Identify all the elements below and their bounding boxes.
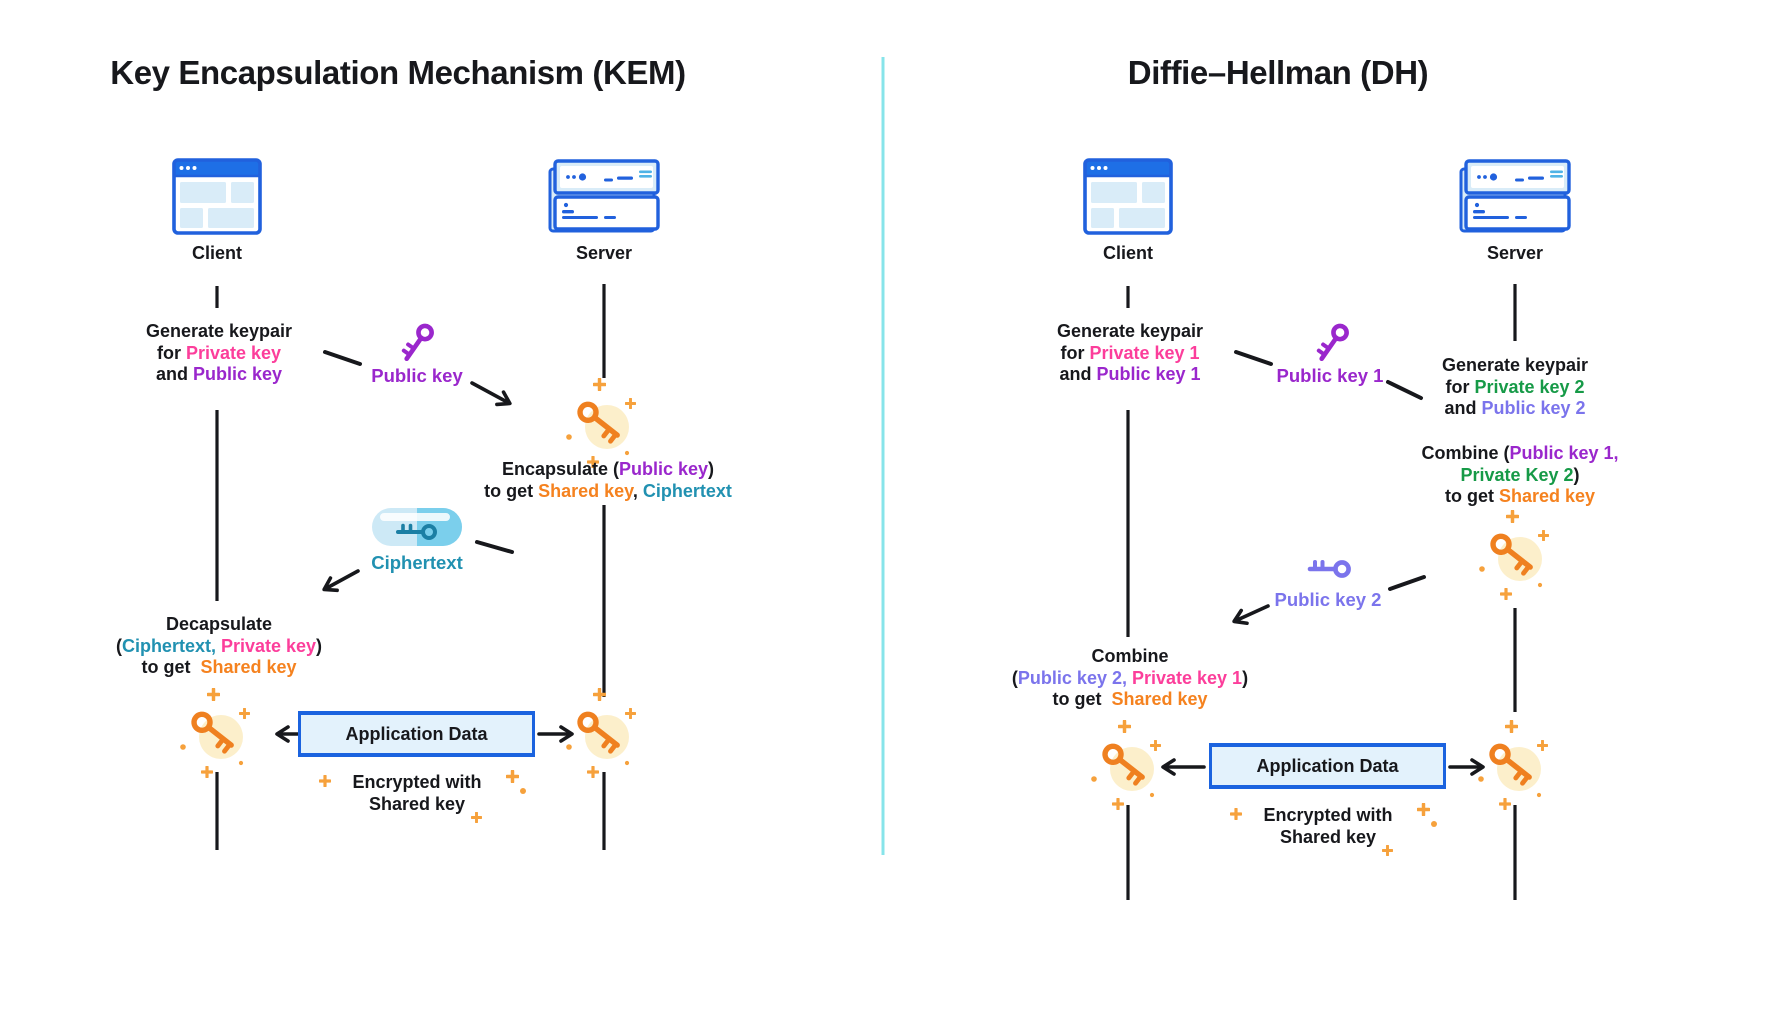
kem-server-icon [548, 159, 660, 233]
dh-server-shared-key-icon2 [1478, 721, 1547, 809]
kem-encapsulate-text: Encapsulate (Public key) to get Shared k… [484, 459, 732, 501]
dh-public-key1-msg-label: Public key 1 [1276, 365, 1384, 386]
kem-title: Key Encapsulation Mechanism (KEM) [110, 54, 686, 91]
dh-generate-keypair1-text: Generate keypair for Private key 1 and P… [1056, 321, 1204, 384]
kem-public-key-icon [401, 323, 434, 362]
kem-application-data-label: Application Data [345, 723, 488, 744]
kem-private-key-text: Private key [185, 342, 282, 363]
dh-client-shared-key-icon [1091, 721, 1160, 809]
kem-application-data-box: Application Data [298, 711, 535, 757]
kem-server-label: Server [575, 243, 633, 263]
kem-msg2-stroke [475, 540, 514, 554]
dh-public-key2-icon [1310, 562, 1349, 576]
kem-client-browser-icon [172, 158, 262, 235]
dh-combine-client-text: Combine (Public key 2, Private key 1) to… [1011, 646, 1249, 709]
kem-server-shared-key-icon2 [566, 689, 635, 777]
dh-msg1-stroke-a [1234, 350, 1273, 366]
dh-public-key2-msg-label: Public key 2 [1274, 589, 1382, 610]
dh-msg2-stroke [1388, 575, 1426, 591]
kem-encrypted-with-text: Encrypted with Shared key [352, 772, 482, 814]
dh-title: Diffie–Hellman (DH) [1127, 54, 1429, 91]
dh-client-label: Client [1102, 243, 1154, 263]
dh-server-label: Server [1486, 243, 1544, 263]
kem-generate-keypair-text: Generate keypair for Private key and Pub… [145, 321, 293, 384]
kem-public-key-msg-label: Public key [371, 365, 463, 386]
dh-application-data-box: Application Data [1209, 743, 1446, 789]
dh-client-browser-icon [1083, 158, 1173, 235]
dh-encrypted-with-text: Encrypted with Shared key [1263, 805, 1393, 847]
kem-decapsulate-text: Decapsulate (Ciphertext, Private key) to… [115, 614, 323, 677]
dh-public-key1-icon [1316, 323, 1349, 362]
dh-msg1-stroke-b [1386, 380, 1423, 400]
dh-msg2-arrow [1232, 604, 1270, 626]
kem-client-shared-key-icon [180, 689, 249, 777]
kem-server-shared-key-icon [566, 379, 635, 467]
kem-client-label: Client [191, 243, 243, 263]
dh-server-shared-key-icon [1479, 511, 1548, 599]
kem-msg2-arrow [322, 569, 360, 593]
dh-encrypted-sparkles [1230, 803, 1437, 856]
kem-encrypted-sparkles [319, 770, 526, 823]
kem-msg1-stroke [323, 350, 362, 366]
dh-application-data-label: Application Data [1256, 755, 1399, 776]
dh-generate-keypair2-text: Generate keypair for Private key 2 and P… [1441, 355, 1589, 418]
kem-public-key-text: Public key [192, 364, 283, 384]
kem-ciphertext-capsule-icon [370, 507, 464, 547]
kem-ciphertext-msg-label: Ciphertext [371, 552, 463, 573]
dh-server-icon [1459, 159, 1571, 233]
dh-combine-server-text: Combine (Public key 1, Private Key 2) to… [1421, 443, 1619, 506]
kem-msg1-arrow [470, 381, 512, 407]
